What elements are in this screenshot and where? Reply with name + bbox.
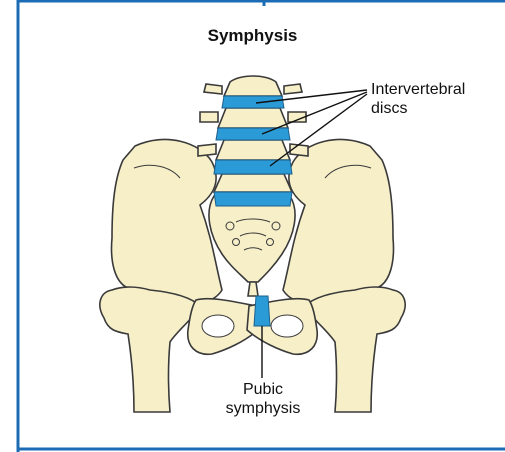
pubic-symphysis-cartilage <box>254 296 270 326</box>
vertebra-4 <box>214 174 292 192</box>
figure-title: Symphysis <box>0 26 505 46</box>
pubic-symphysis-label: Pubic symphysis <box>205 380 321 418</box>
vertebra-2 <box>200 108 306 128</box>
label-line-2: symphysis <box>205 399 321 418</box>
disc-3 <box>214 160 292 174</box>
sacrum <box>209 192 295 297</box>
label-line-2: discs <box>371 99 465 118</box>
label-line-1: Intervertebral <box>371 80 465 99</box>
left-ilium <box>112 139 222 302</box>
label-line-1: Pubic <box>205 380 321 399</box>
intervertebral-discs-label: Intervertebral discs <box>371 80 465 118</box>
pubic-rami <box>188 299 318 355</box>
disc-2 <box>216 128 290 140</box>
right-ilium <box>283 139 393 302</box>
disc-1 <box>222 96 284 108</box>
left-femur <box>100 287 200 412</box>
vertebra-1 <box>204 76 302 96</box>
disc-4 <box>214 192 292 206</box>
